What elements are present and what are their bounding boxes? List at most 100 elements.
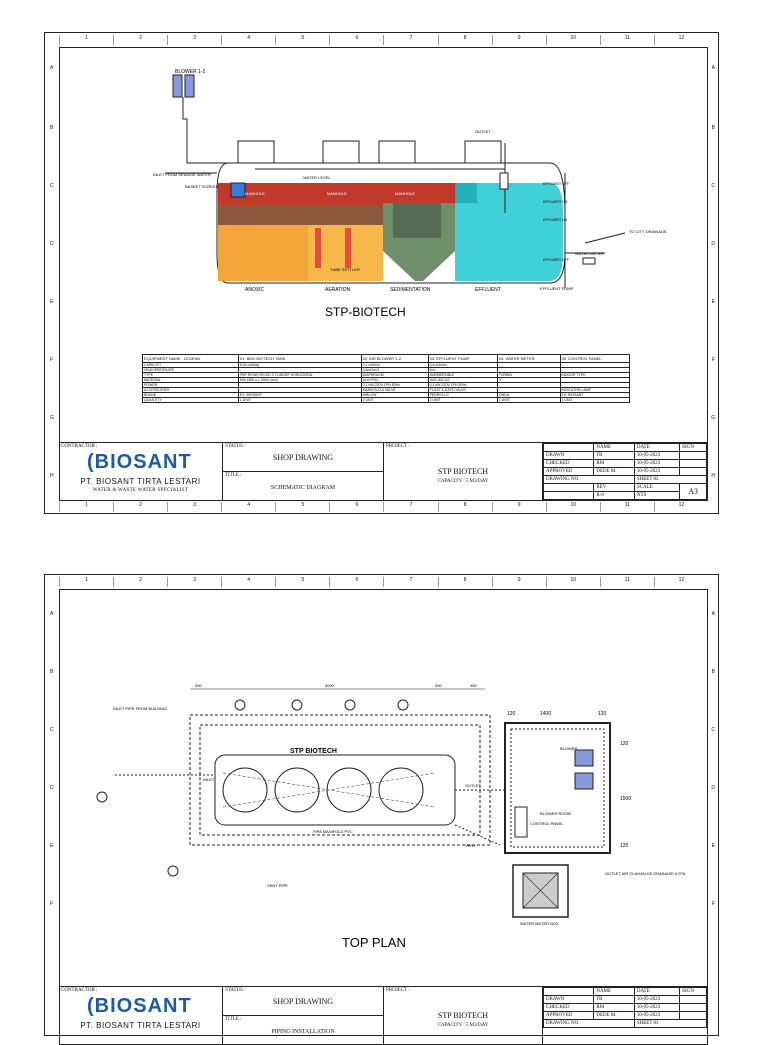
- legend-header: 03. EFFLUENT PUMP: [427, 354, 498, 363]
- row-letter: A: [711, 65, 715, 71]
- excavation-outline: [189, 714, 491, 846]
- approval-name: RM: [593, 459, 635, 468]
- approval-date: 10-05-2023: [633, 467, 681, 476]
- blower-room-label: BLOWER ROOM: [540, 811, 571, 816]
- approval-date: 10-05-2023: [633, 1011, 681, 1020]
- section-label-aeration: AERATION: [325, 287, 351, 293]
- approval-date: 10-05-2023: [633, 459, 681, 468]
- legend-header: 01. BMV BIOTECH TANK: [237, 354, 362, 363]
- col-num: 7: [383, 35, 437, 45]
- title-label: TITLE :: [225, 473, 242, 478]
- col-num: 4: [221, 577, 275, 587]
- top-plan-drawing: 300 3000 300 450 STP BIOTECH INLET PIPE …: [96, 683, 686, 950]
- drawing-title: PIPING INSTALLATION: [271, 1029, 335, 1035]
- legend-cell: 1 UNIT: [496, 397, 561, 403]
- row-letter: D: [711, 241, 715, 247]
- row-letter: B: [50, 125, 54, 131]
- project-label: PROJECT :: [386, 988, 410, 993]
- col-num: 8: [437, 502, 492, 512]
- col-num: 6: [329, 35, 383, 45]
- col-num: 11: [599, 35, 654, 45]
- scale-value: NTS: [633, 491, 681, 500]
- row-letter: H: [50, 473, 54, 479]
- row-letter: F: [711, 357, 715, 363]
- tank-label: STP BIOTECH: [290, 748, 337, 755]
- biosant-logo: (BIOSANT: [87, 995, 192, 1017]
- manhole: [464, 140, 502, 164]
- manhole-plan: [326, 767, 372, 813]
- dimension-label: 300: [195, 683, 202, 688]
- outlet-label: OUTLET: [465, 783, 481, 788]
- sheet-number: SHEET 02: [633, 475, 708, 484]
- project-capacity: CAPACITY : 5 M3/DAY: [437, 479, 489, 484]
- row-letter: H: [711, 473, 715, 479]
- col-num: 3: [167, 502, 221, 512]
- approval-date: 10-05-2023: [633, 995, 681, 1004]
- legend-cell: 2 UNIT: [360, 397, 429, 403]
- approval-date: 10-05-2023: [633, 1003, 681, 1012]
- col-num: 3: [167, 35, 221, 45]
- status-cell: STATUS : SHOP DRAWING TITLE : PIPING INS…: [223, 987, 384, 1045]
- col-num: 5: [275, 577, 329, 587]
- col-num: 5: [275, 502, 329, 512]
- row-letter: D: [50, 785, 54, 791]
- title-label: TITLE :: [225, 1017, 242, 1022]
- col-num: 6: [329, 502, 383, 512]
- contractor-label: CONTRACTOR :: [61, 988, 98, 993]
- blower-unit: [172, 74, 183, 98]
- col-num: 7: [383, 577, 437, 587]
- dimension-label: 120: [507, 711, 516, 717]
- legend-header: 02. AIR BLOWER 1-2: [360, 354, 429, 363]
- approval-sign: [679, 451, 707, 460]
- drawing-title: SCHEMATIC DIAGRAM: [270, 485, 336, 491]
- col-num: 6: [329, 577, 383, 587]
- col-num: 1: [59, 35, 113, 45]
- tube-settler-label: TUBE SETTLER: [330, 267, 360, 272]
- col-num: 2: [113, 35, 167, 45]
- approval-head: SIGN: [679, 443, 707, 452]
- row-letter: D: [50, 241, 54, 247]
- legend-header: 05. CONTROL PANEL: [559, 354, 630, 363]
- row-letter: E: [711, 843, 715, 849]
- col-num: 12: [653, 577, 708, 587]
- vent-label: VENT: [465, 843, 476, 848]
- legend-header: 04. WATER METER: [496, 354, 561, 363]
- manhole: [237, 140, 275, 164]
- blower-unit: [184, 74, 195, 98]
- row-letter: F: [50, 901, 54, 907]
- row-letter: F: [711, 901, 715, 907]
- section-label-sedimentation: SEDIMENTATION: [390, 287, 431, 293]
- col-num: 10: [545, 577, 600, 587]
- water-meter-label: WATER METER: [575, 251, 604, 256]
- project-label: PROJECT :: [386, 444, 410, 449]
- title-block: CONTRACTOR : (BIOSANT PT. BIOSANT TIRTA …: [59, 442, 708, 501]
- row-letter: F: [50, 357, 54, 363]
- manhole: [322, 140, 360, 164]
- pipe-manifold-label: PIPA MANIFOLD PVC: [313, 829, 353, 834]
- company-tagline: WATER & WASTE WATER SPECIALIST: [92, 488, 189, 493]
- row-letter: E: [50, 843, 54, 849]
- row-letter: G: [711, 415, 715, 421]
- scale-label: SCALE: [633, 483, 681, 492]
- approval-name: DEDE M.: [593, 467, 635, 476]
- stp-tank-plan: [214, 754, 456, 826]
- blank-cell: [542, 491, 595, 500]
- schematic-diagram: BLOWER 1-2: [153, 69, 667, 319]
- grid-marker: [234, 699, 246, 711]
- legend-header: EQUIPMENT NAME - LEGEND: [142, 354, 239, 363]
- dimension-label: 450: [470, 683, 477, 688]
- status-box: [223, 987, 383, 1016]
- grid-marker: [167, 865, 179, 877]
- col-num: 7: [383, 502, 437, 512]
- col-num: 2: [113, 502, 167, 512]
- col-num: 2: [113, 577, 167, 587]
- dimension-label: 300: [435, 683, 442, 688]
- drawing-no-label: DRAWING NO.: [543, 475, 635, 484]
- approval-head: NAME: [593, 987, 635, 996]
- equipment-legend-table: EQUIPMENT NAME - LEGEND 01. BMV BIOTECH …: [142, 354, 630, 403]
